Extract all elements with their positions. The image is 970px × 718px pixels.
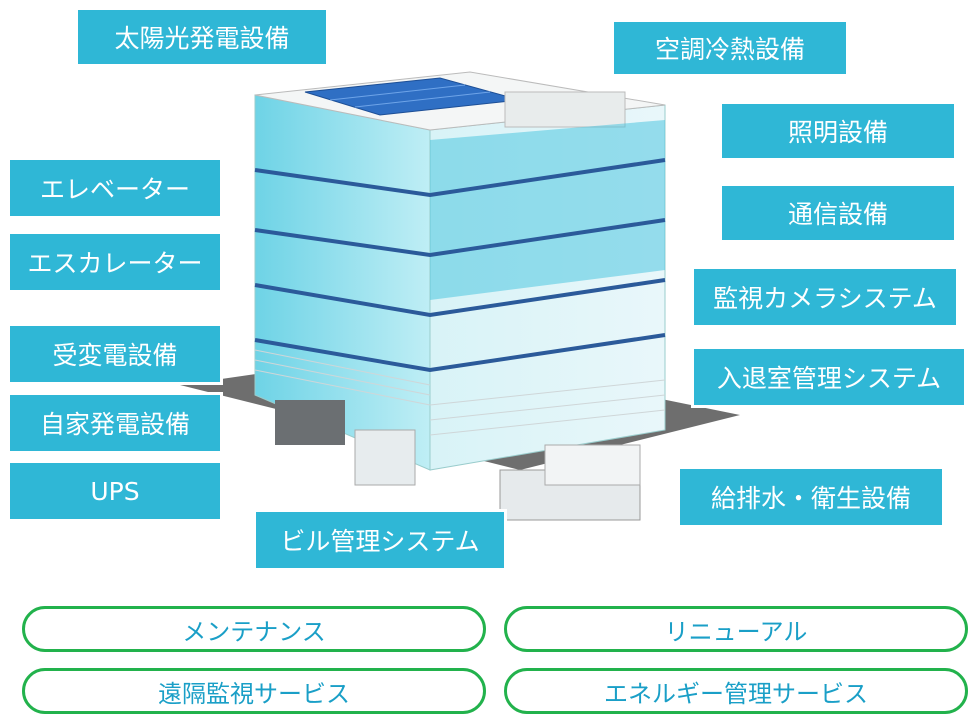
- label-substation: 受変電設備: [10, 326, 220, 382]
- label-solar: 太陽光発電設備: [78, 10, 326, 64]
- label-communication: 通信設備: [722, 186, 954, 240]
- label-ups: UPS: [10, 463, 220, 519]
- label-bms: ビル管理システム: [256, 512, 504, 568]
- label-elevator: エレベーター: [10, 160, 220, 216]
- service-energy-management[interactable]: エネルギー管理サービス: [504, 668, 968, 714]
- label-generator: 自家発電設備: [10, 395, 220, 451]
- label-access: 入退室管理システム: [694, 349, 964, 405]
- label-camera: 監視カメラシステム: [694, 269, 956, 325]
- label-escalator: エスカレーター: [10, 234, 220, 290]
- building-illustration: [180, 71, 740, 521]
- label-hvac: 空調冷熱設備: [614, 22, 846, 74]
- service-maintenance[interactable]: メンテナンス: [22, 606, 486, 652]
- service-remote-monitoring[interactable]: 遠隔監視サービス: [22, 668, 486, 714]
- service-renewal[interactable]: リニューアル: [504, 606, 968, 652]
- label-lighting: 照明設備: [722, 104, 954, 158]
- label-water: 給排水・衛生設備: [680, 469, 942, 525]
